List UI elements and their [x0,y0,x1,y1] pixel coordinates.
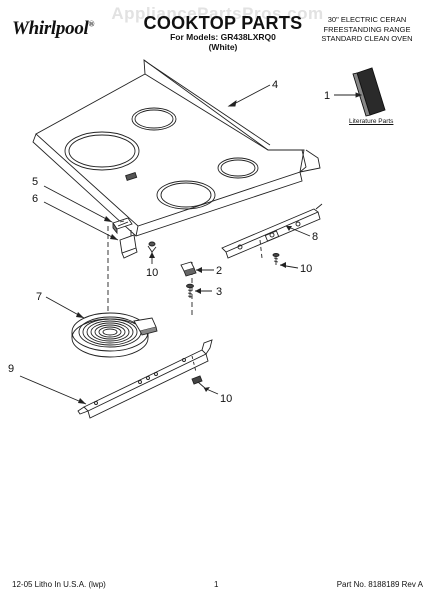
screw-icon[interactable] [147,241,157,253]
model-info: For Models: GR438LXRQ0 (White) [118,32,328,52]
callout-8: 8 [312,231,318,243]
callout-1: 1 [324,90,330,102]
part-number: Part No. 8188189 Rev A [336,580,423,589]
page-number: 1 [214,580,219,589]
arrow-head [76,312,84,318]
bracket-icon[interactable] [77,339,213,419]
arrow-head [110,234,118,240]
arrow-head [104,216,112,222]
leader-line [43,185,113,223]
callout-9: 9 [8,363,14,375]
literature-parts-label: Literature Parts [349,118,394,125]
leader-line [19,375,87,405]
leader-line [43,201,119,241]
models-line: For Models: GR438LXRQ0 [170,32,276,42]
screw-icon[interactable] [191,375,207,390]
product-line: FREESTANDING RANGE [323,24,411,34]
callout-6: 6 [32,193,38,205]
product-description: 30" ELECTRIC CERAN FREESTANDING RANGE ST… [311,15,423,44]
arrow-head [204,387,210,392]
arrow-head [196,267,202,273]
product-line: 30" ELECTRIC CERAN [327,15,407,24]
literature-icon[interactable] [352,67,386,117]
alignment-line [259,239,263,259]
callout-4: 4 [272,79,278,91]
callout-7: 7 [36,291,42,303]
element-icon[interactable] [71,312,158,358]
arrow-head [149,252,155,258]
callout-5: 5 [32,176,38,188]
arrow-head [355,92,363,98]
arrow-head [280,262,286,268]
bracket-icon[interactable] [180,261,197,277]
callout-10: 10 [300,263,312,275]
callout-2: 2 [216,265,222,277]
alignment-line [191,355,197,373]
page-title: COOKTOP PARTS [143,13,303,33]
arrow-head [78,398,86,404]
cooktop-icon[interactable] [32,59,321,237]
callout-3: 3 [216,286,222,298]
arrow-head [286,226,292,231]
arrow-head [227,99,237,107]
switch-icon[interactable] [112,217,138,259]
color-line: (White) [208,42,238,52]
leader-line [231,84,271,106]
screw-icon[interactable] [186,283,194,298]
arrow-head [195,288,201,294]
product-line: STANDARD CLEAN OVEN [321,34,413,43]
footer-litho: 12-05 Litho In U.S.A. (lwp) [12,580,106,589]
callout-10: 10 [146,267,158,279]
bracket-icon[interactable] [221,203,323,259]
brand-logo: Whirlpool® [12,18,95,39]
callout-10: 10 [220,393,232,405]
watermark: AppliancePartsPros.com [111,4,324,23]
screw-icon[interactable] [272,253,280,266]
